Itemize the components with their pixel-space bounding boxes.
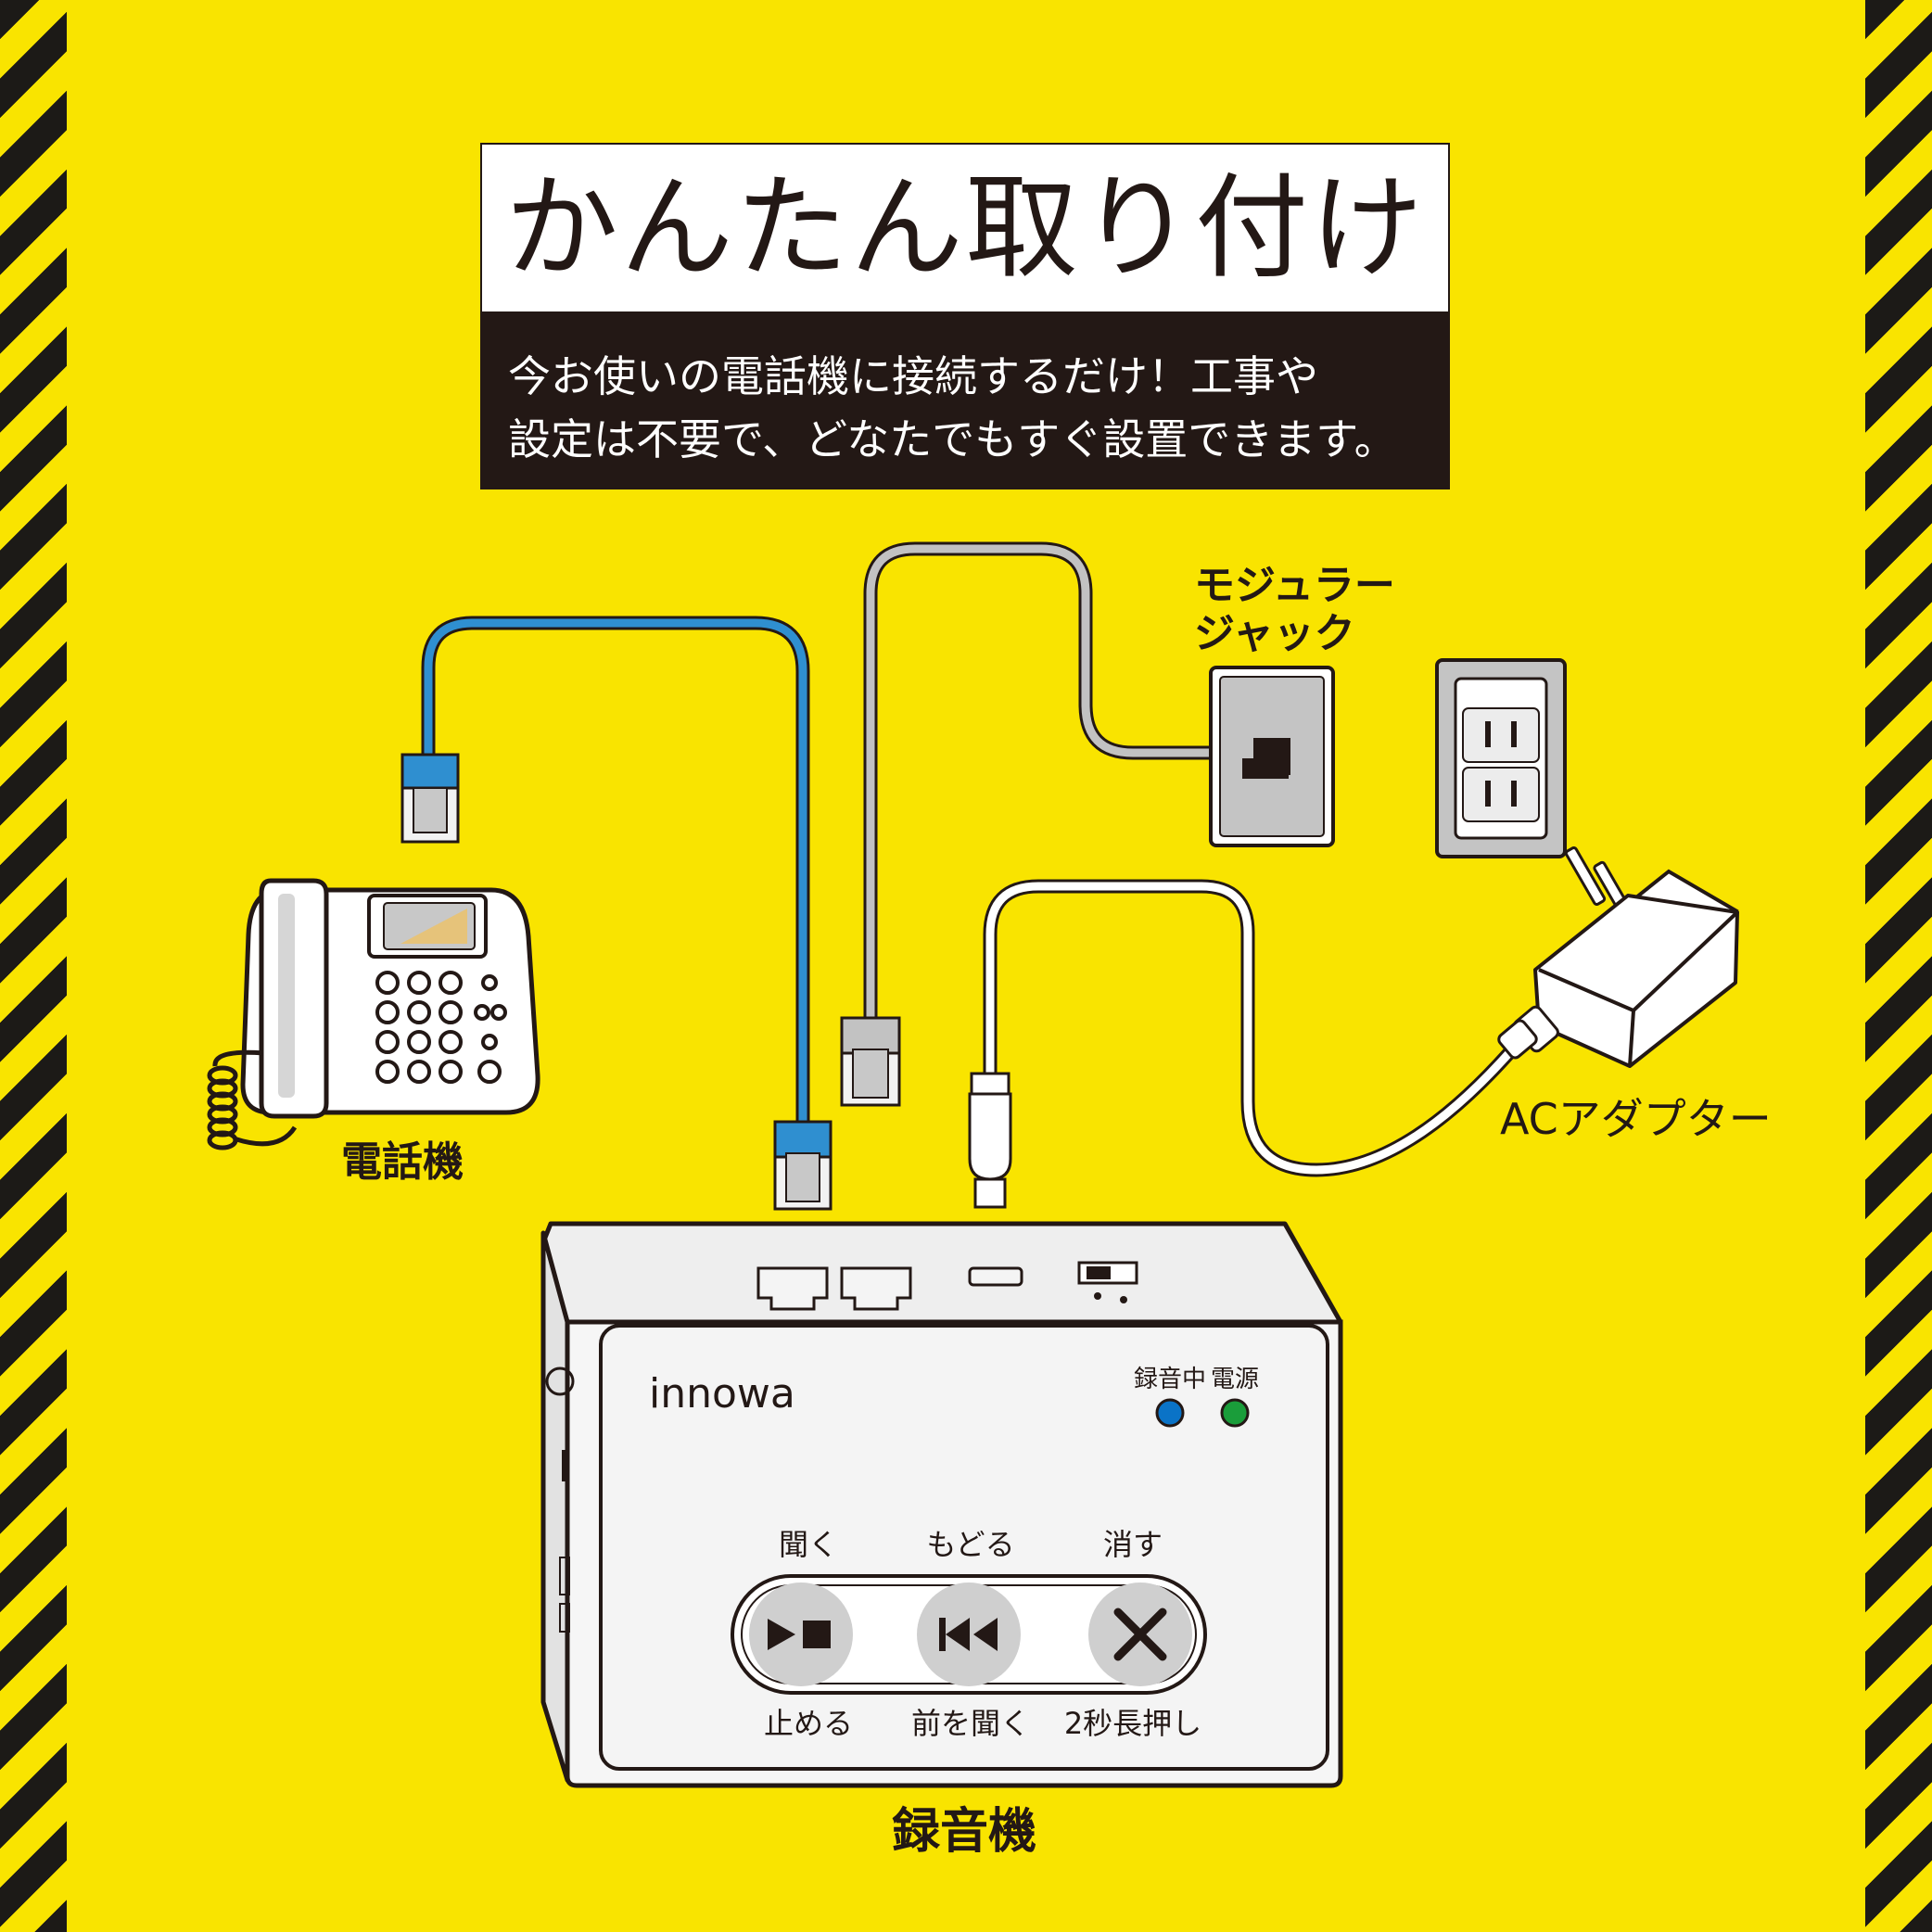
play-stop-button[interactable] xyxy=(749,1582,853,1686)
modular-jack xyxy=(1209,666,1335,847)
hazard-stripe-right xyxy=(1865,0,1932,1932)
phone-plug-bottom xyxy=(773,1120,833,1211)
power-cable xyxy=(983,879,1528,1177)
indicator-recording-label: 録音中 xyxy=(1134,1366,1206,1393)
title-box: かんたん取り付け xyxy=(480,143,1450,313)
phone-plug-top xyxy=(400,753,460,844)
play-button-top-label: 聞く xyxy=(779,1527,838,1562)
brand-logo: innowa xyxy=(649,1370,795,1417)
line-plug xyxy=(840,1016,901,1107)
back-button-top-label: もどる xyxy=(926,1527,1014,1562)
skip-back-button[interactable] xyxy=(917,1582,1021,1686)
recorder-device: innowa 録音中 電源 聞く もどる 消す 止める 前を聞く 2秒長押し xyxy=(540,1221,1343,1788)
ac-adapter-label: ACアダプター xyxy=(1500,1094,1772,1144)
telephone-label: 電話機 xyxy=(341,1138,464,1186)
delete-button-bottom-label: 2秒長押し xyxy=(1064,1706,1201,1741)
modular-jack-label-line2: ジャック xyxy=(1194,610,1355,657)
modular-jack-label: モジュラー ジャック xyxy=(1194,562,1395,658)
ac-adapter xyxy=(1497,846,1739,1068)
indicator-power-label: 電源 xyxy=(1211,1366,1259,1393)
play-button-bottom-label: 止める xyxy=(764,1706,853,1741)
line-cable xyxy=(863,541,1250,1027)
subtitle-line-1: 今お使いの電話機に接続するだけ！工事や xyxy=(508,351,1318,401)
subtitle-line-2: 設定は不要で、どなたでもすぐ設置できます。 xyxy=(508,414,1397,464)
play-stop-icon xyxy=(768,1619,795,1650)
delete-button[interactable] xyxy=(1088,1582,1192,1686)
usb-c-plug xyxy=(968,1072,1012,1209)
modular-jack-label-line1: モジュラー xyxy=(1194,562,1395,609)
page-title: かんたん取り付け xyxy=(505,162,1425,294)
delete-button-top-label: 消す xyxy=(1103,1527,1163,1562)
recording-indicator-led xyxy=(1155,1398,1185,1428)
hazard-stripe-left xyxy=(0,0,67,1932)
power-indicator-led xyxy=(1220,1398,1250,1428)
back-button-bottom-label: 前を聞く xyxy=(911,1706,1030,1741)
delete-x-icon xyxy=(1113,1608,1167,1661)
phone-cable xyxy=(421,616,810,1129)
recorder-label: 録音機 xyxy=(892,1804,1037,1860)
skip-back-icon xyxy=(939,1618,998,1651)
telephone xyxy=(207,878,540,1150)
wall-outlet xyxy=(1435,658,1567,858)
subtitle-box: 今お使いの電話機に接続するだけ！工事や 設定は不要で、どなたでもすぐ設置できます… xyxy=(480,313,1450,489)
